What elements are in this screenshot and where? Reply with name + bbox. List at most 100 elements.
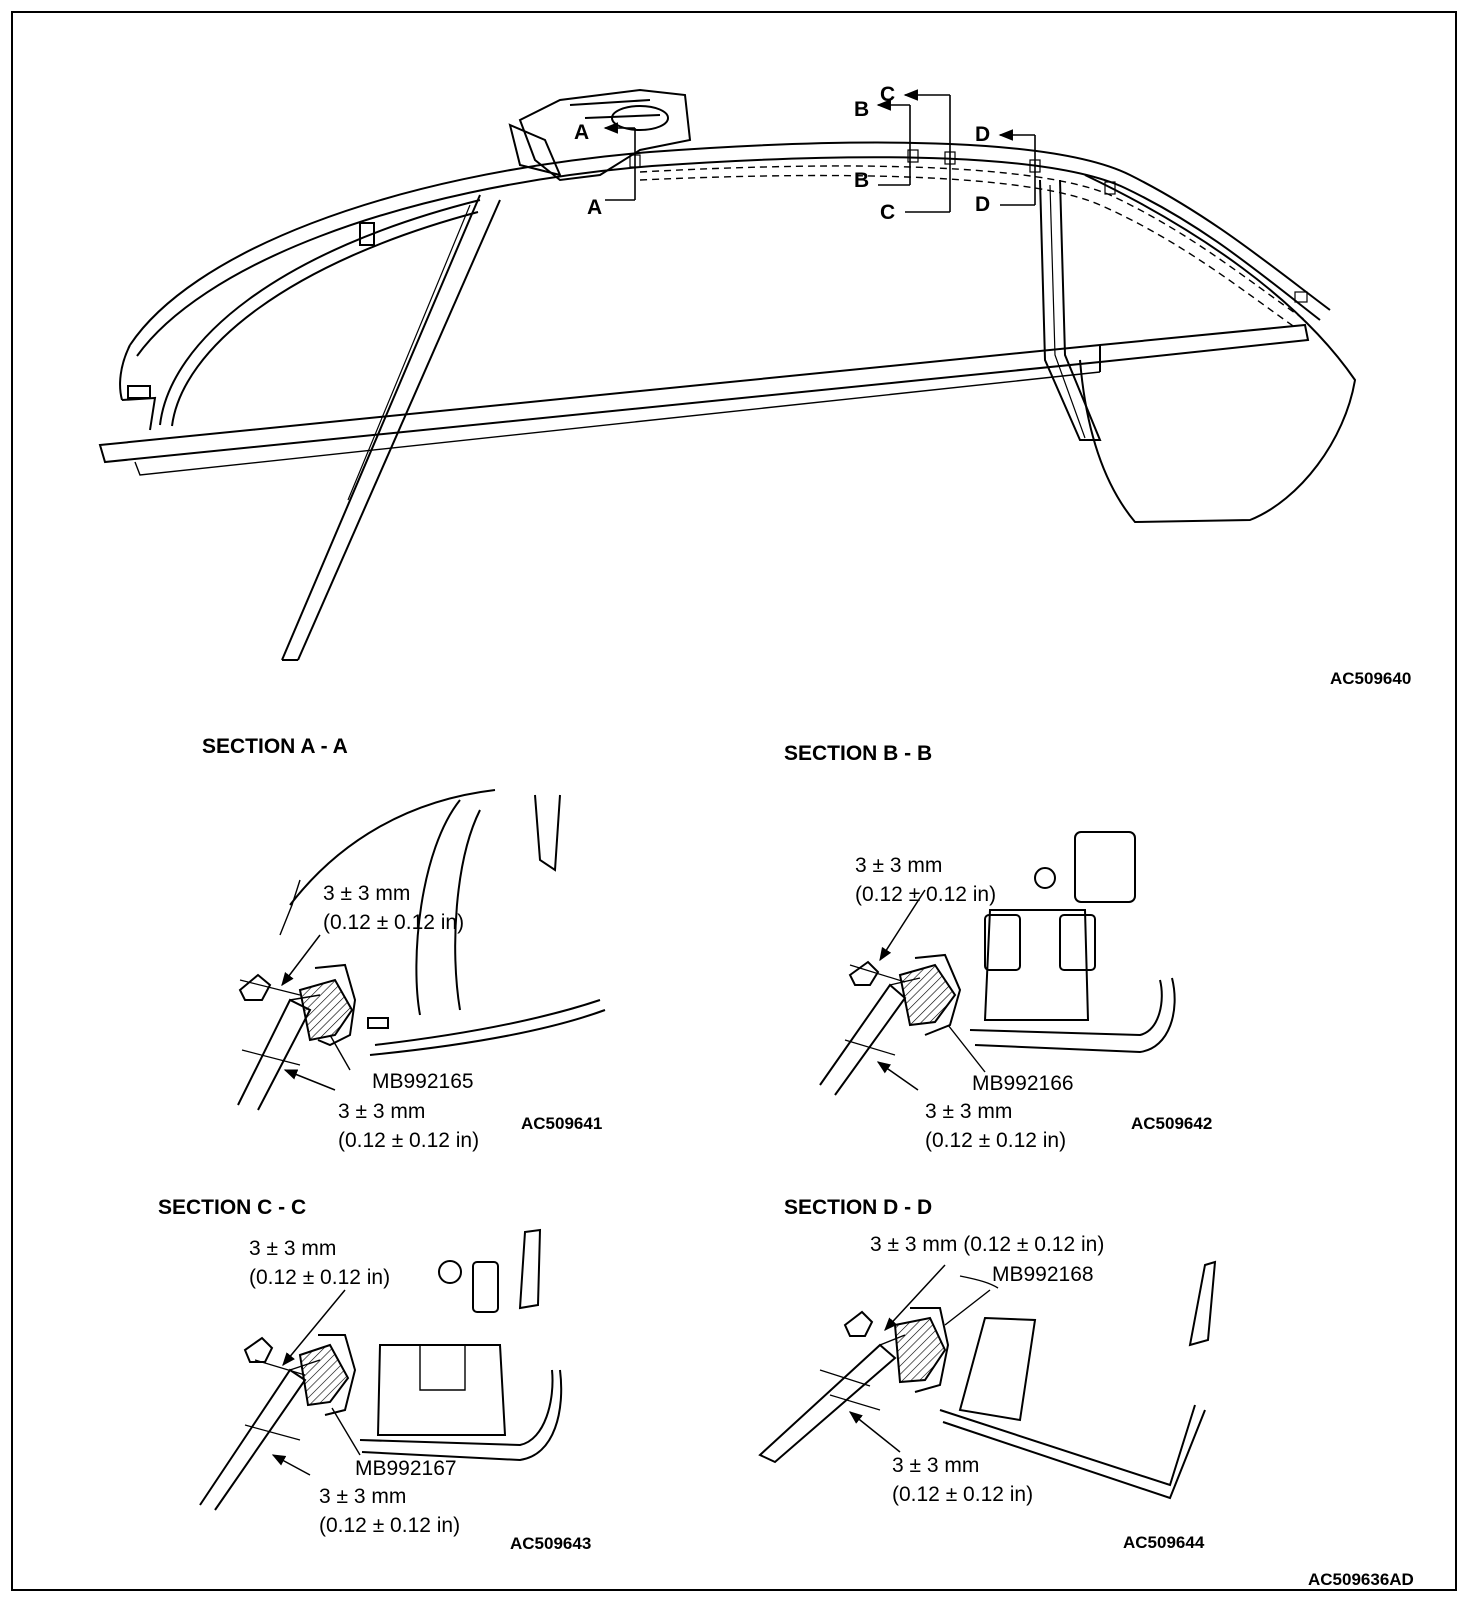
a-lower-line-2	[369, 1009, 606, 1056]
section-c-code: AC509643	[510, 1534, 592, 1553]
clip-mark-c	[944, 151, 956, 165]
d-right-panel	[1188, 1260, 1217, 1347]
c-glass	[199, 1368, 307, 1511]
b-top-part	[1074, 831, 1136, 903]
clip-mark-d	[1029, 159, 1041, 173]
a-tool-clip	[238, 973, 272, 1001]
roof-hidden-line-1	[639, 165, 1306, 321]
a-dim-bottom-arrow	[283, 1069, 336, 1091]
cut-arrows-b	[878, 105, 910, 186]
b-dim-top-arrow	[879, 889, 926, 962]
c-seal-outline	[318, 1334, 357, 1416]
rear-pillar	[1039, 179, 1102, 441]
b-dim-top-ext	[849, 964, 906, 983]
section-b-title: SECTION B - B	[784, 742, 933, 765]
c-dim-top-ext	[254, 1359, 306, 1376]
section-a-dim-top-in: (0.12 ± 0.12 in)	[323, 911, 465, 934]
bracket-body	[518, 88, 692, 182]
a-seal-outline	[314, 963, 357, 1047]
d-dim-bottom-arrow	[848, 1411, 901, 1453]
b-lower-line-1	[969, 979, 1163, 1037]
clip-mark-e	[1104, 181, 1116, 195]
a-seal	[298, 978, 354, 1042]
section-b-dim-top-mm: 3 ± 3 mm	[855, 854, 943, 877]
section-d-dim-bottom-mm: 3 ± 3 mm	[892, 1454, 980, 1477]
a-glass	[237, 998, 312, 1111]
d-tool-clip	[843, 1310, 874, 1337]
front-frame-curve	[159, 199, 481, 426]
clip-mark-b	[907, 149, 919, 163]
c-dim-top-arrow	[282, 1289, 346, 1367]
d-seal	[893, 1316, 947, 1384]
section-b-dim-bottom-mm: 3 ± 3 mm	[925, 1100, 1013, 1123]
b-seal	[898, 963, 957, 1027]
bracket-side	[508, 123, 562, 177]
bracket-detail	[569, 99, 661, 119]
section-b-code: AC509642	[1131, 1114, 1213, 1133]
section-a-drawing	[237, 789, 606, 1111]
b-tool-clip	[848, 960, 880, 986]
b-seal-outline	[914, 953, 962, 1036]
c-center-notch	[419, 1345, 466, 1391]
a-lower-line-1	[374, 999, 601, 1046]
bracket-hole	[611, 105, 669, 131]
c-clip	[472, 1261, 499, 1313]
section-c-dim-bottom-in: (0.12 ± 0.12 in)	[319, 1514, 461, 1537]
section-a-tool: MB992165	[372, 1070, 474, 1093]
rear-pillar-inner	[1049, 184, 1086, 439]
center-pillar-edge-1	[281, 194, 481, 661]
belt-molding	[98, 323, 1310, 464]
section-d-drawing	[758, 1260, 1217, 1500]
roof-molding-inner	[136, 156, 1321, 357]
figure-frame	[11, 11, 1457, 1591]
d-dim-top-arrow	[884, 1264, 946, 1331]
b-glass	[819, 983, 907, 1096]
section-c-dim-top-mm: 3 ± 3 mm	[249, 1237, 337, 1260]
d-lower-line-2	[942, 1409, 1206, 1500]
d-dim-bottom-ext	[829, 1394, 881, 1411]
cut-mark-b-top: B	[854, 98, 870, 121]
cut-mark-c-bottom: C	[880, 201, 896, 224]
cut-mark-c-top: C	[880, 83, 896, 106]
front-frame-curve-inner	[171, 211, 479, 427]
a-dim-top-ext	[239, 979, 301, 996]
c-seal	[298, 1343, 350, 1407]
cut-mark-d-bottom: D	[975, 193, 991, 216]
a-dim-top-arrow	[281, 934, 321, 987]
section-d-code: AC509644	[1123, 1533, 1205, 1552]
section-d-tool: MB992168	[992, 1263, 1094, 1286]
section-a-title: SECTION A - A	[202, 735, 348, 758]
cut-arrows-a	[605, 128, 635, 201]
section-b-tool: MB992166	[972, 1072, 1074, 1095]
rear-quarter-outline	[1079, 174, 1357, 524]
section-d-dim-bottom-in: (0.12 ± 0.12 in)	[892, 1483, 1034, 1506]
d-glass	[758, 1343, 897, 1464]
figure-code: AC509636AD	[1308, 1570, 1414, 1589]
d-seal-outline	[910, 1307, 950, 1393]
b-tool-leader	[947, 1024, 986, 1073]
a-panel-3	[534, 794, 561, 872]
section-c-tool: MB992167	[355, 1457, 457, 1480]
section-a-dim-bottom-mm: 3 ± 3 mm	[338, 1100, 426, 1123]
section-d-dim-top: 3 ± 3 mm (0.12 ± 0.12 in)	[870, 1233, 1105, 1256]
a-roof-edge	[279, 879, 301, 936]
c-center-body	[376, 1344, 507, 1436]
center-pillar-edge-2	[297, 199, 501, 661]
section-c-drawing	[199, 1228, 563, 1511]
overview-code: AC509640	[1330, 669, 1412, 688]
b-dim-bottom-arrow	[876, 1061, 919, 1091]
roof-hidden-line-2	[639, 174, 1297, 329]
b-block-right	[1059, 914, 1096, 971]
belt-molding-lower	[134, 371, 1101, 476]
section-a-code: AC509641	[521, 1114, 603, 1133]
section-c-dim-top-in: (0.12 ± 0.12 in)	[249, 1266, 391, 1289]
a-dim-bottom-ext	[241, 1049, 301, 1066]
section-c-title: SECTION C - C	[158, 1196, 307, 1219]
section-b-dim-bottom-in: (0.12 ± 0.12 in)	[925, 1129, 1067, 1152]
d-block	[958, 1316, 1037, 1422]
c-right-panel	[518, 1228, 542, 1310]
cut-mark-b-bottom: B	[854, 169, 870, 192]
cut-arrows-c	[905, 95, 950, 213]
c-lower-line-2	[361, 1369, 563, 1462]
c-circle	[438, 1260, 462, 1284]
